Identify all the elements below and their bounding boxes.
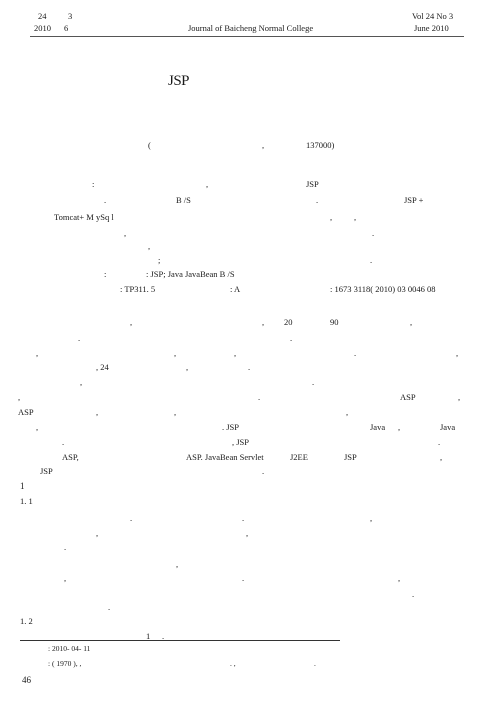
paper-title: JSP	[168, 73, 190, 89]
abstract-comma-4: ,	[148, 241, 151, 251]
body-punct: ,	[410, 317, 413, 327]
body-punct: .	[108, 602, 111, 612]
subsection-heading: 1. 1	[20, 496, 33, 506]
body-punct: ,	[174, 348, 177, 358]
body-punct: .	[290, 333, 293, 343]
footnote-author-end: .	[314, 659, 316, 668]
abstract-bs: B /S	[176, 195, 191, 205]
abstract-comma-3: ,	[124, 228, 127, 238]
abstract-tech-stack: Tomcat+ M ySq l	[54, 212, 114, 222]
body-term-jsp: . JSP	[222, 422, 240, 432]
body-punct: ,	[398, 573, 401, 583]
body-term-jsp: , JSP	[232, 437, 250, 447]
body-punct: .	[262, 466, 265, 476]
body-punct: ,	[456, 348, 459, 358]
body-punct: .	[248, 362, 251, 372]
body-punct: ,	[80, 377, 83, 387]
article-id: : 1673 3118( 2010) 03 0046 08	[330, 284, 436, 294]
body-punct: .	[312, 377, 315, 387]
body-punct: .	[242, 573, 245, 583]
abstract-period-2: .	[316, 195, 319, 205]
body-number: , 24	[96, 362, 109, 372]
footnote-author-tail: . ,	[230, 659, 236, 668]
body-punct: .	[242, 513, 245, 523]
body-punct: ,	[458, 392, 461, 402]
abstract-semicolon: ;	[158, 255, 161, 265]
body-punct: ,	[96, 407, 99, 417]
abstract-comma-b: ,	[354, 212, 357, 222]
body-punct: .	[412, 589, 415, 599]
footnote-author-info: : ( 1970 ), ,	[48, 659, 82, 668]
body-term-java: Java	[440, 422, 456, 432]
body-punct: ,	[18, 392, 21, 402]
header-vol-no: Vol 24 No 3	[412, 11, 454, 21]
footnote-received-date: : 2010- 04- 11	[48, 644, 91, 653]
body-term-j2ee: J2EE	[290, 452, 308, 462]
body-punct: ,	[346, 407, 349, 417]
body-punct: .	[130, 513, 133, 523]
body-punct: .	[78, 333, 81, 343]
body-punct: ,	[96, 528, 99, 538]
body-term-asp: ASP,	[62, 452, 79, 462]
header-rule	[30, 36, 464, 37]
header-date: June 2010	[414, 23, 449, 33]
body-number: 90	[330, 317, 339, 327]
abstract-period: .	[104, 195, 107, 205]
body-punct: ,	[174, 407, 177, 417]
body-punct: .	[64, 542, 67, 552]
body-punct: ,	[130, 317, 133, 327]
affiliation-postcode: 137000)	[306, 140, 335, 150]
section-heading: 1	[20, 481, 25, 491]
keywords-colon: :	[104, 269, 107, 279]
document-code: : A	[230, 284, 241, 294]
affiliation-paren: (	[148, 140, 151, 150]
body-punct: ,	[262, 317, 265, 327]
body-punct: .	[62, 437, 65, 447]
body-number: 20	[284, 317, 293, 327]
abstract-colon: :	[92, 179, 95, 189]
page-number: 46	[22, 675, 31, 685]
header-month: 6	[64, 23, 69, 33]
body-punct: .	[162, 631, 165, 641]
body-punct: ,	[176, 559, 179, 569]
body-punct: ,	[36, 348, 39, 358]
body-punct: ,	[36, 422, 39, 432]
abstract-period-5: .	[370, 255, 373, 265]
body-term-jsp: JSP	[344, 452, 357, 462]
clc-number: : TP311. 5	[120, 284, 156, 294]
body-punct: ,	[234, 348, 237, 358]
body-punct: ,	[440, 452, 443, 462]
body-term-asp: ASP	[400, 392, 416, 402]
abstract-period-3: .	[372, 228, 375, 238]
body-term-jsp: JSP	[40, 466, 53, 476]
body-term-asp: ASP	[18, 407, 34, 417]
body-punct: .	[438, 437, 441, 447]
affiliation-comma: ,	[262, 140, 265, 150]
abstract-jsp-plus: JSP +	[404, 195, 424, 205]
header-issue: 3	[68, 11, 73, 21]
body-number: 1	[146, 631, 151, 641]
header-volume: 24	[38, 11, 47, 21]
subsection-heading: 1. 2	[20, 616, 33, 626]
body-punct: ,	[398, 422, 401, 432]
body-punct: ,	[186, 362, 189, 372]
body-punct: .	[258, 392, 261, 402]
body-punct: .	[354, 348, 357, 358]
body-punct: ,	[370, 513, 373, 523]
footnote-rule	[20, 640, 340, 641]
body-tech-list: ASP. JavaBean Servlet	[186, 452, 264, 462]
header-year: 2010	[34, 23, 51, 33]
abstract-comma-a: ,	[330, 212, 333, 222]
body-punct: ,	[246, 528, 249, 538]
abstract-comma: ,	[206, 179, 209, 189]
body-punct: ,	[64, 573, 67, 583]
body-term-java: Java	[370, 422, 386, 432]
header-journal: Journal of Baicheng Normal College	[188, 23, 314, 33]
keywords-list: : JSP; Java JavaBean B /S	[146, 269, 235, 279]
abstract-jsp: JSP	[306, 179, 319, 189]
